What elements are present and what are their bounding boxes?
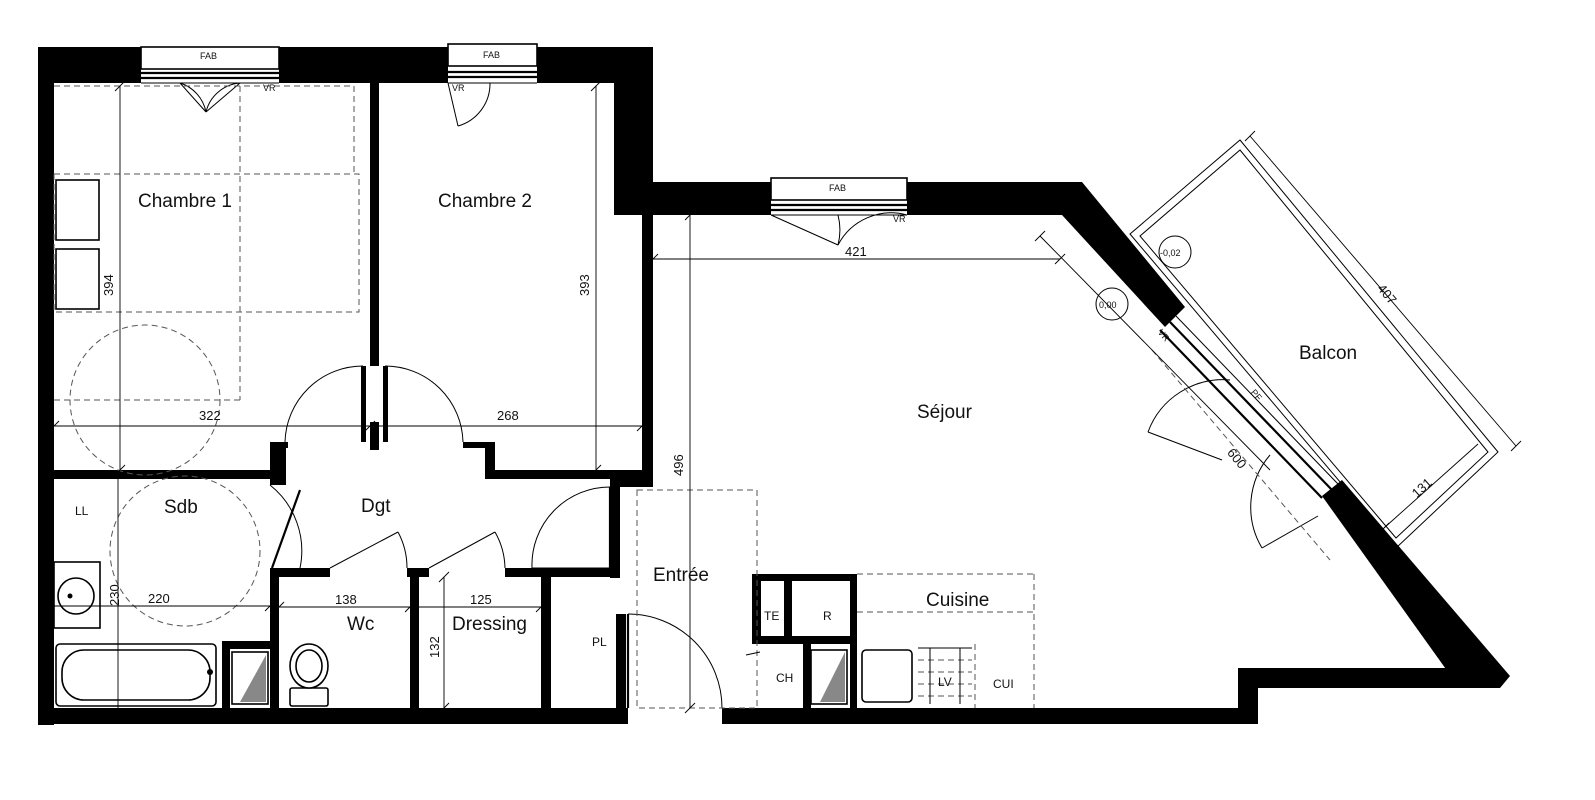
dim-sejour-width: 421 [845,244,867,259]
window-ch2-box [447,43,538,67]
wall-kitchen-2 [784,574,792,640]
pillow-1 [55,179,100,241]
wall-bottom-step [1238,668,1458,724]
wall-sejour-left [642,215,653,478]
wall-bedrooms-stub [370,422,379,450]
wall-top-1 [38,47,141,83]
wall-kitchen-mid [752,636,857,644]
wall-dgt-right [485,442,495,478]
dimension-lines [48,80,1522,714]
wall-dressing-top [505,568,551,577]
window-sejour-vr: VR [893,214,906,224]
window-sejour-fab: FAB [829,183,846,193]
wall-bottom-left [38,708,628,724]
room-sejour: Séjour [917,402,973,423]
room-sdb: Sdb [164,497,198,518]
dim-ch1-height: 394 [101,274,116,296]
wall-dgt-right-cap [463,442,495,448]
dim-balcon-depth: 131 [1409,475,1435,501]
room-dgt: Dgt [361,496,391,517]
wall-pl-right [616,614,626,708]
wall-shower-left [222,641,230,708]
sanitary [53,561,972,707]
dim-baie: 600 [1224,445,1249,471]
dim-ch2-height: 393 [577,274,592,296]
labels: Chambre 1 Chambre 2 Séjour Balcon Dgt Sd… [75,50,1435,691]
wall-ch2-bottom [485,470,653,479]
wall-dgt-left-top [270,442,286,485]
wall-bedrooms [370,83,379,366]
furniture [53,85,1499,709]
fixture-r: R [823,609,832,623]
level-circle-sejour [1095,287,1129,321]
dim-sejour-height: 496 [671,454,686,476]
bed-ch1 [53,173,360,313]
fixture-pl: PL [592,635,607,649]
wall-kitchen-1 [752,574,761,640]
windows [140,43,1339,499]
fixture-lv: LV [938,675,952,689]
dim-dressing-width: 125 [470,592,492,607]
wall-wc-top [270,568,330,577]
fixture-ll: LL [75,504,89,518]
dim-ch1-width: 322 [199,408,221,423]
window-ch2-fab: FAB [483,50,500,60]
dim-sdb-height: 230 [107,584,122,606]
dim-ch2-width: 268 [497,408,519,423]
wall-entree-top [610,478,653,487]
room-balcon: Balcon [1299,343,1357,364]
balcony-outline [1129,139,1499,549]
wall-bottom-right [722,708,1258,724]
walls [38,47,1510,725]
room-dressing: Dressing [452,614,527,635]
wall-top-2 [279,47,448,83]
doors [141,82,1319,709]
wall-sdb-top [38,470,278,479]
dim-dressing-height: 132 [427,636,442,658]
dishwasher [918,647,972,704]
window-ch2-vr: VR [452,83,465,93]
fixture-cui: CUI [993,677,1014,691]
wall-kitchen-top [752,574,854,581]
wall-entree-left [610,478,620,578]
window-sejour-box [770,177,908,201]
fixture-te: TE [764,609,779,623]
level-sejour: 0,00 [1099,300,1117,310]
wall-diagonal-lower [1322,480,1510,688]
wall-left [38,47,54,725]
dim-sdb-width: 220 [148,591,170,606]
level-circle-balcon [1158,235,1192,269]
level-balcon: -0,02 [1160,248,1181,258]
entree-zone [636,489,758,709]
wall-dgt-left-cap [270,442,288,448]
room-entree: Entrée [653,565,709,586]
wall-shower-top [222,641,270,649]
wall-pl-top [541,568,615,577]
toilet-tank [289,687,329,707]
room-chambre-2: Chambre 2 [438,191,532,212]
fixture-ch: CH [776,671,793,685]
room-wc: Wc [347,614,374,635]
wall-wc-dressing [410,568,419,708]
room-cuisine: Cuisine [926,590,989,611]
wall-sejour-top-1 [614,182,771,215]
wall-sejour-top-2 [907,182,1082,215]
wall-dressing-right [541,568,551,708]
room-chambre-1: Chambre 1 [138,191,232,212]
wall-sdb-right [270,568,279,708]
window-ch1-fab: FAB [200,51,217,61]
dim-wc-width: 138 [335,592,357,607]
wall-diagonal-upper [1058,182,1185,327]
pillow-2 [55,248,100,310]
hob [861,649,913,703]
window-ch1-vr: VR [263,83,276,93]
window-ch1-box [140,46,280,70]
wall-kitchen-4 [803,644,811,708]
